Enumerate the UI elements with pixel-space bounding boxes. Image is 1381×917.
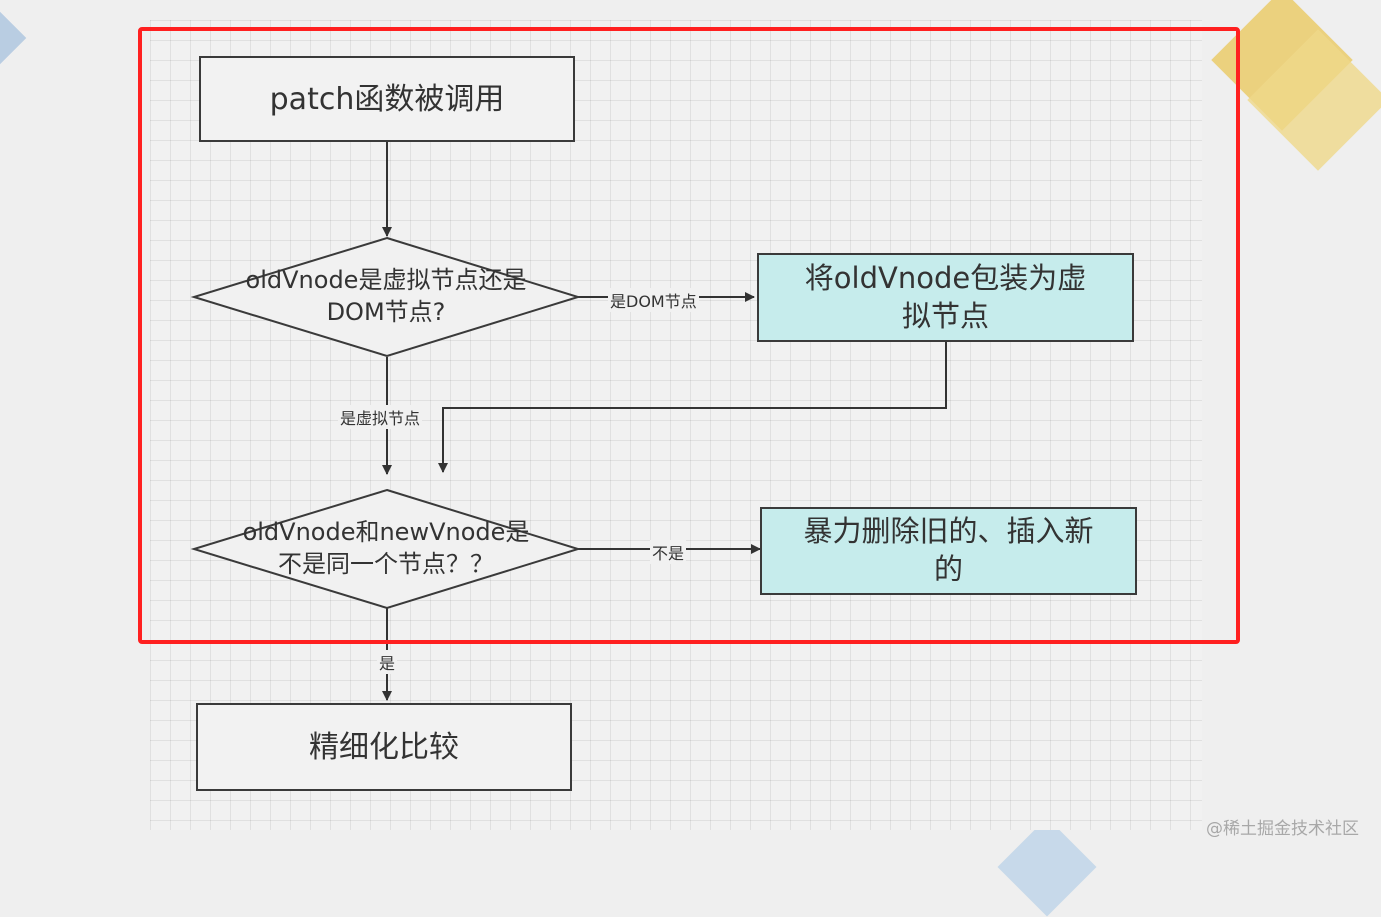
refine-compare-node: 精细化比较 — [196, 703, 572, 791]
wrap-virtual-node-line1: 将oldVnode包装为虚 — [804, 260, 1087, 295]
edge-label-not-same: 不是 — [650, 540, 687, 564]
refine-compare-label: 精细化比较 — [309, 729, 459, 765]
decision1-diamond — [190, 236, 582, 358]
wrap-virtual-node: 将oldVnode包装为虚 拟节点 — [757, 253, 1134, 342]
highlight-selection-frame — [138, 27, 1240, 644]
start-node: patch函数被调用 — [199, 56, 575, 142]
decision1-line1: oldVnode是虚拟节点还是 — [245, 266, 527, 294]
decision1-label: oldVnode是虚拟节点还是 DOM节点? — [196, 264, 576, 329]
edge-label-is-dom: 是DOM节点 — [608, 288, 699, 312]
flowchart-connectors — [190, 142, 947, 701]
replace-node: 暴力删除旧的、插入新 的 — [760, 507, 1137, 595]
wrap-virtual-node-line2: 拟节点 — [901, 298, 989, 333]
decision2-diamond — [190, 488, 582, 610]
decision2-line1: oldVnode和newVnode是 — [242, 518, 530, 546]
replace-node-line1: 暴力删除旧的、插入新 — [803, 514, 1094, 549]
start-node-label: patch函数被调用 — [269, 81, 505, 117]
decision1-line2: DOM节点? — [326, 298, 446, 327]
edge-label-is-virtual: 是虚拟节点 — [338, 405, 423, 429]
edge-label-same: 是 — [377, 650, 398, 674]
diagram-canvas — [150, 20, 1202, 830]
replace-node-line2: 的 — [933, 552, 963, 586]
decision2-label: oldVnode和newVnode是 不是同一个节点？？ — [196, 516, 576, 581]
edge-wrap-to-decision2 — [438, 341, 947, 473]
watermark: @稀土掘金技术社区 — [1206, 819, 1359, 839]
decision2-line2: 不是同一个节点？？ — [278, 550, 494, 579]
